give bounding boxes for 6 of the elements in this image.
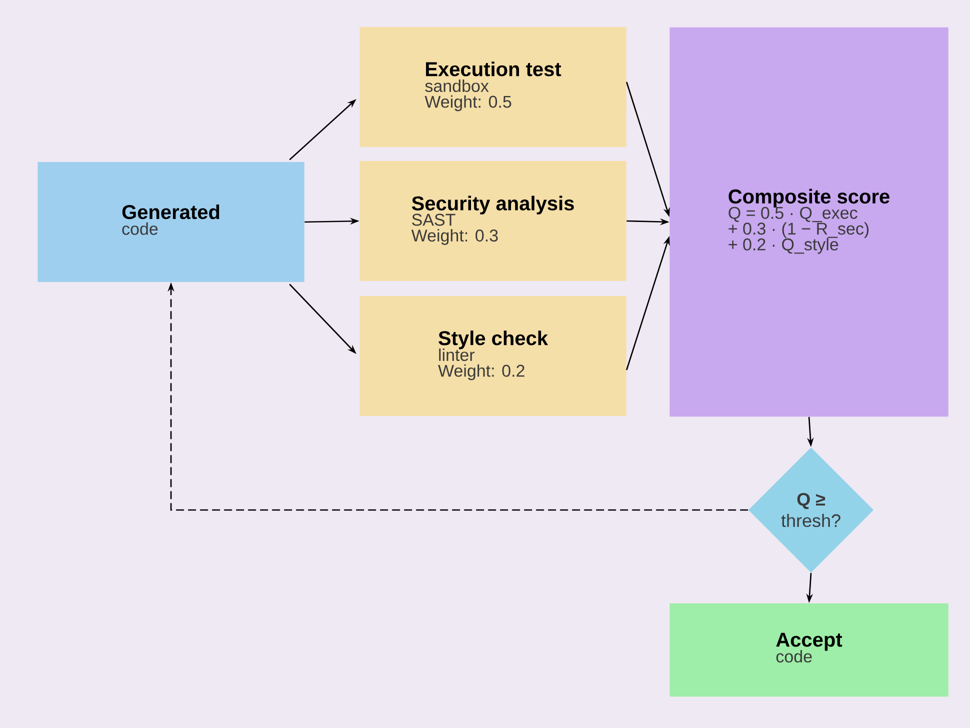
process-box: Composite score Q = 0.5 · Q_exec + 0.3 · (1 − R_sec) + 0.2 · Q_style: [670, 27, 948, 417]
process-box: Generated code: [38, 162, 304, 282]
process-box: Execution test sandbox Weight: 0.5: [360, 27, 626, 147]
process-box: Accept code: [670, 603, 948, 697]
process-box: Security analysis SAST Weight: 0.3: [360, 161, 626, 281]
process-box: Style check linter Weight: 0.2: [360, 296, 626, 416]
